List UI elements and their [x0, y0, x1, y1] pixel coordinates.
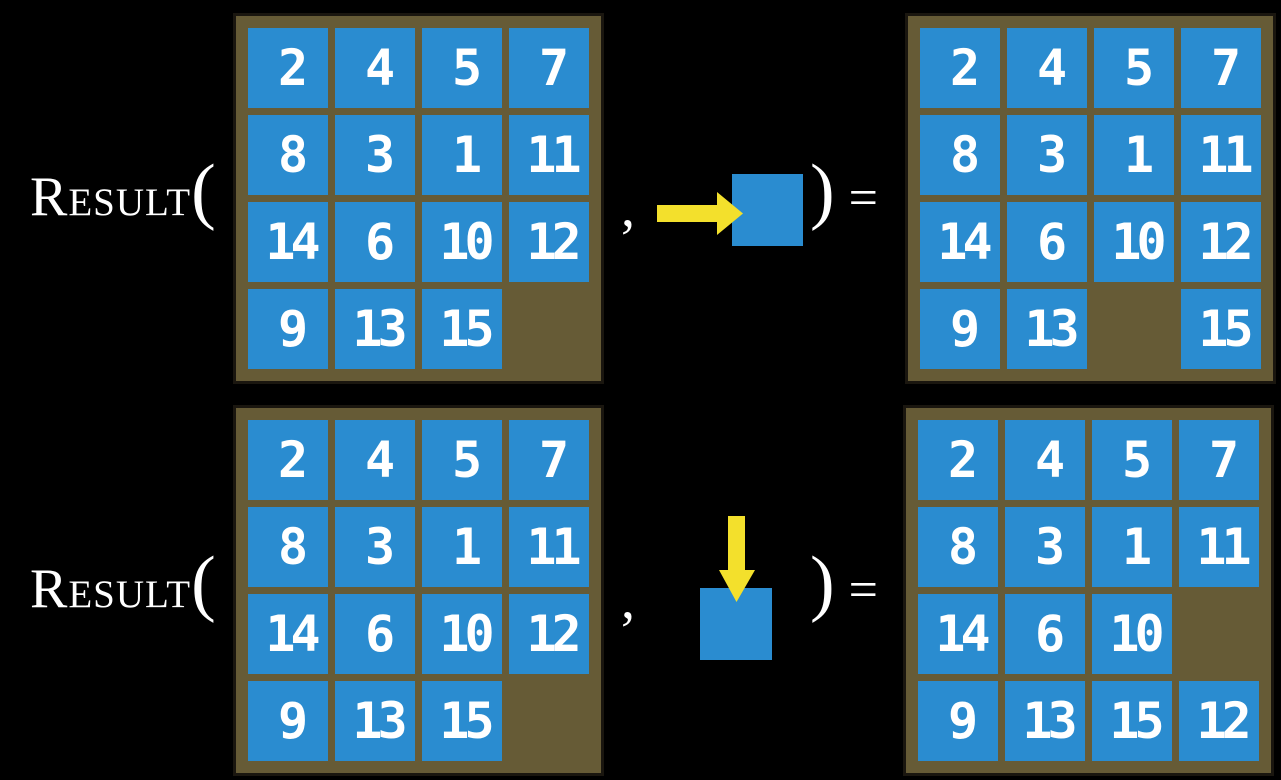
- puzzle-tile: 6: [335, 202, 415, 282]
- puzzle-tile: 6: [1005, 594, 1085, 674]
- puzzle-tile: 2: [920, 28, 1000, 108]
- puzzle-tile: 13: [1007, 289, 1087, 369]
- puzzle-tile: 3: [1007, 115, 1087, 195]
- puzzle-tile: 7: [509, 28, 589, 108]
- puzzle-tile: 1: [1092, 507, 1172, 587]
- puzzle-tile: 3: [1005, 507, 1085, 587]
- puzzle-tile: 13: [335, 681, 415, 761]
- blank-cell: [509, 289, 589, 369]
- blank-cell: [509, 681, 589, 761]
- puzzle-tile: 1: [422, 507, 502, 587]
- puzzle-tile: 8: [920, 115, 1000, 195]
- blank-cell: [1094, 289, 1174, 369]
- puzzle-tile: 7: [1181, 28, 1261, 108]
- down-arrow-action-icon: [700, 516, 772, 660]
- puzzle-tile: 5: [422, 420, 502, 500]
- open-paren: (: [191, 542, 216, 624]
- puzzle-tile: 14: [248, 594, 328, 674]
- puzzle-tile: 1: [1094, 115, 1174, 195]
- down-arrow-shaft: [728, 516, 745, 574]
- puzzle-tile: 4: [335, 28, 415, 108]
- puzzle-tile: 5: [422, 28, 502, 108]
- puzzle-tile: 13: [335, 289, 415, 369]
- right-arrow-action-icon: [657, 174, 803, 246]
- puzzle-tile: 15: [1092, 681, 1172, 761]
- puzzle-tile: 10: [1094, 202, 1174, 282]
- puzzle-tile: 9: [918, 681, 998, 761]
- puzzle-tile: 12: [509, 594, 589, 674]
- puzzle-tile: 2: [918, 420, 998, 500]
- puzzle-tile: 8: [918, 507, 998, 587]
- close-paren: ): [810, 542, 835, 624]
- puzzle-tile: 10: [422, 202, 502, 282]
- result-function-text-2: Result(: [30, 546, 216, 620]
- puzzle-tile: 14: [920, 202, 1000, 282]
- puzzle-tile: 5: [1092, 420, 1172, 500]
- right-arrow-head: [717, 192, 743, 235]
- puzzle-tile: 6: [1007, 202, 1087, 282]
- puzzle-tile: 12: [509, 202, 589, 282]
- down-arrow-head: [719, 570, 755, 602]
- puzzle-tile: 2: [248, 28, 328, 108]
- open-paren: (: [191, 150, 216, 232]
- equals-sign: =: [848, 562, 878, 619]
- comma-separator: ,: [621, 177, 635, 239]
- puzzle-tile: 11: [1181, 115, 1261, 195]
- close-paren-equals-2: ) =: [810, 546, 878, 620]
- puzzle-tile: 2: [248, 420, 328, 500]
- puzzle-tile: 7: [1179, 420, 1259, 500]
- puzzle-tile: 3: [335, 115, 415, 195]
- puzzle-tile: 7: [509, 420, 589, 500]
- puzzle-tile: 13: [1005, 681, 1085, 761]
- puzzle-tile: 8: [248, 507, 328, 587]
- puzzle-tile: 10: [1092, 594, 1172, 674]
- puzzle-tile: 8: [248, 115, 328, 195]
- puzzle-tile: 6: [335, 594, 415, 674]
- puzzle-tile: 9: [248, 289, 328, 369]
- close-paren-equals-1: ) =: [810, 154, 878, 228]
- blank-cell: [1179, 594, 1259, 674]
- close-paren: ): [810, 150, 835, 232]
- puzzle-tile: 11: [509, 115, 589, 195]
- puzzle-tile: 9: [920, 289, 1000, 369]
- function-name: Result: [30, 166, 192, 228]
- puzzle-tile: 4: [335, 420, 415, 500]
- puzzle-tile: 5: [1094, 28, 1174, 108]
- puzzle-tile: 9: [248, 681, 328, 761]
- puzzle-tile: 15: [422, 681, 502, 761]
- right-arrow-shaft: [657, 205, 719, 222]
- puzzle-tile: 15: [1181, 289, 1261, 369]
- puzzle-tile: 12: [1179, 681, 1259, 761]
- equals-sign: =: [848, 170, 878, 227]
- result-function-text-1: Result(: [30, 154, 216, 228]
- puzzle-tile: 15: [422, 289, 502, 369]
- puzzle-tile: 3: [335, 507, 415, 587]
- puzzle-tile: 12: [1181, 202, 1261, 282]
- function-name: Result: [30, 558, 192, 620]
- action-tile: [732, 174, 803, 246]
- puzzle-tile: 4: [1005, 420, 1085, 500]
- puzzle-tile: 1: [422, 115, 502, 195]
- comma-separator: ,: [621, 569, 635, 631]
- puzzle-tile: 14: [918, 594, 998, 674]
- puzzle-tile: 11: [1179, 507, 1259, 587]
- puzzle-tile: 4: [1007, 28, 1087, 108]
- puzzle-tile: 11: [509, 507, 589, 587]
- puzzle-tile: 14: [248, 202, 328, 282]
- puzzle-tile: 10: [422, 594, 502, 674]
